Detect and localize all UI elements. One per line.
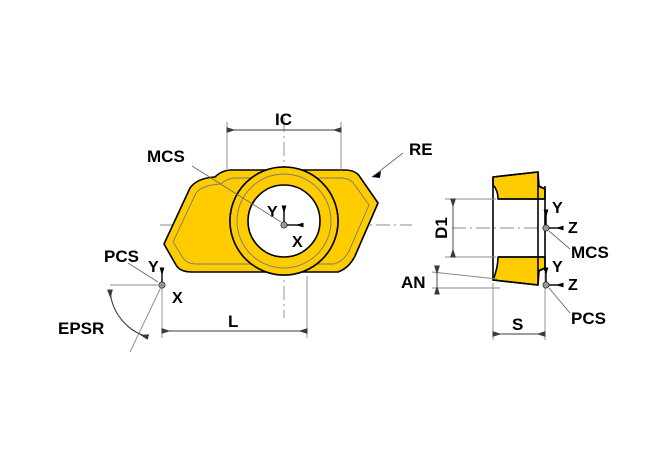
- side-hole-chamfer-top: [537, 185, 546, 190]
- pcs-origin-point-side: [542, 281, 550, 289]
- top-view: X Y IC L MCS RE X Y: [58, 110, 433, 353]
- label-d1: D1: [432, 217, 451, 239]
- label-pcs-side: PCS: [571, 309, 606, 328]
- label-mcs-top: MCS: [147, 147, 185, 166]
- side-view: D1 S AN Y Z MCS Y Z PC: [401, 171, 609, 340]
- insert-land-contour: [172, 177, 370, 265]
- label-pcs-top: PCS: [104, 247, 139, 266]
- side-body-outline: [492, 171, 539, 286]
- label-z-pcs-side: Z: [568, 277, 578, 294]
- mcs-origin-point-side: [542, 224, 550, 232]
- label-x-mcs-top: X: [292, 234, 303, 251]
- label-y-pcs-side: Y: [552, 259, 563, 276]
- label-re: RE: [409, 140, 433, 159]
- re-arrow-head: [372, 171, 381, 178]
- label-y-mcs-side: Y: [552, 200, 563, 217]
- chipbreaker-inner-contour: [236, 173, 332, 269]
- pcs-leader-line-top: [127, 262, 159, 283]
- label-l: L: [228, 312, 238, 331]
- label-mcs-side: MCS: [571, 243, 609, 262]
- label-ic: IC: [275, 110, 292, 129]
- epsr-edge-ray: [129, 284, 163, 353]
- label-y-pcs-top: Y: [148, 259, 159, 276]
- label-y-mcs-top: Y: [267, 204, 278, 221]
- mcs-leader-line-top: [191, 165, 282, 223]
- label-s: S: [512, 315, 523, 334]
- mcs-leader-line-side: [548, 230, 571, 250]
- label-epsr: EPSR: [58, 319, 104, 338]
- an-flank-ray: [431, 271, 498, 280]
- label-x-pcs-top: X: [172, 290, 183, 307]
- pcs-leader-line-side: [548, 287, 571, 314]
- epsr-angle-arc: [107, 289, 150, 340]
- re-leader-line: [371, 152, 404, 178]
- mcs-origin-point: [280, 221, 288, 229]
- label-z-mcs-side: Z: [568, 220, 578, 237]
- label-an: AN: [401, 273, 426, 292]
